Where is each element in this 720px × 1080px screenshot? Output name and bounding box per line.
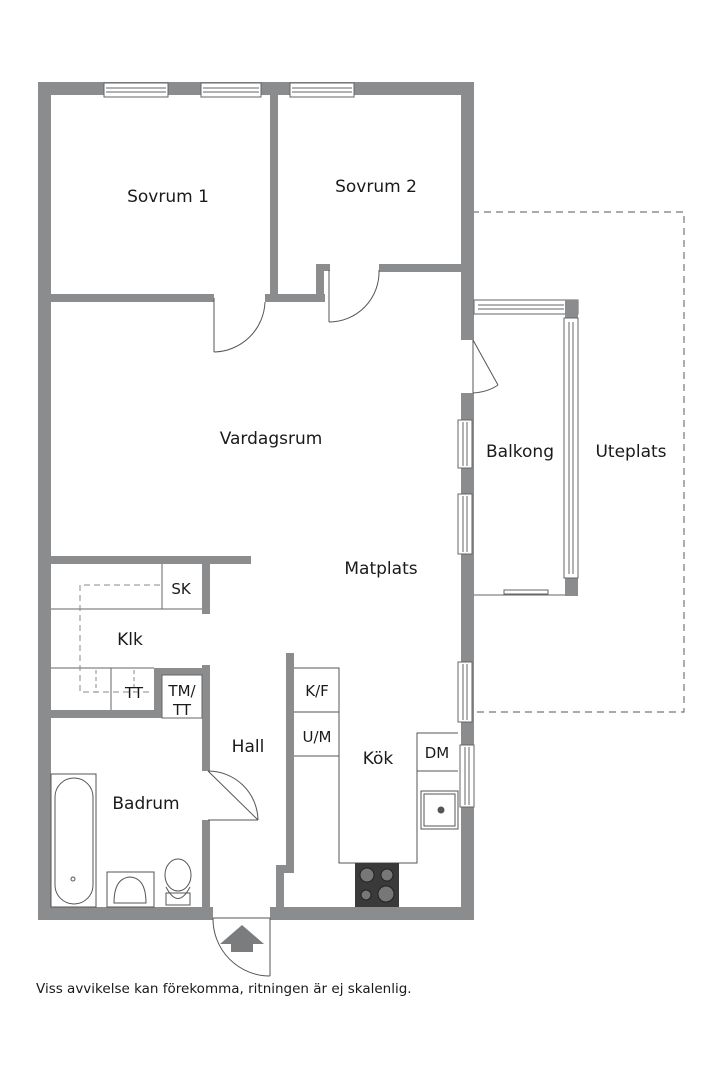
label-uteplats: Uteplats	[595, 442, 666, 462]
uteplats-outline	[472, 211, 685, 713]
right-windows	[457, 419, 475, 808]
label-sovrum-2: Sovrum 2	[335, 177, 417, 197]
label-matplats: Matplats	[344, 559, 417, 579]
disclaimer-text: Viss avvikelse kan förekomma, ritningen …	[36, 981, 412, 997]
label-kf: K/F	[305, 682, 329, 700]
label-kok: Kök	[363, 749, 394, 769]
label-sk: SK	[171, 580, 192, 598]
kitchen-fixtures	[294, 667, 459, 907]
label-hall: Hall	[232, 737, 265, 757]
label-badrum: Badrum	[112, 794, 179, 814]
bathroom-fixtures	[50, 773, 192, 908]
label-sovrum-1: Sovrum 1	[127, 187, 209, 207]
closet-fixtures	[51, 564, 203, 719]
exterior-walls	[38, 82, 474, 920]
label-um: U/M	[303, 728, 332, 746]
top-windows	[103, 82, 355, 98]
interior-walls	[51, 95, 461, 915]
label-tt: TT	[124, 684, 144, 702]
label-tm-tt-1: TM/	[167, 682, 196, 700]
balcony	[472, 299, 579, 596]
label-tm-tt-2: TT	[172, 701, 192, 719]
fixture-labels: SK TT TM/ TT K/F U/M DM	[124, 580, 449, 762]
room-labels: Sovrum 1 Sovrum 2 Vardagsrum Matplats Ba…	[112, 177, 666, 814]
label-dm: DM	[425, 744, 450, 762]
label-balkong: Balkong	[486, 442, 554, 462]
label-vardagsrum: Vardagsrum	[220, 429, 323, 449]
label-klk: Klk	[117, 630, 143, 650]
doors	[207, 269, 380, 977]
entry-arrow-icon	[220, 925, 264, 952]
